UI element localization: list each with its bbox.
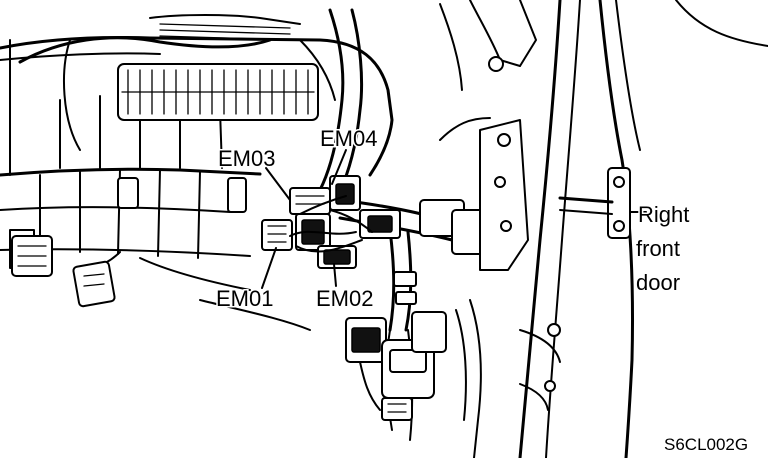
connector-em01-body bbox=[261, 219, 293, 251]
label-em02: EM02 bbox=[316, 286, 373, 311]
label-door-line1: Right bbox=[638, 202, 689, 227]
label-em03: EM03 bbox=[218, 146, 275, 171]
label-door-line2: front bbox=[636, 236, 680, 261]
callout-leader-lines bbox=[261, 149, 647, 289]
em01-leader-line bbox=[261, 247, 277, 289]
instrument-panel-structure bbox=[0, 14, 394, 331]
label-door-line3: door bbox=[636, 270, 680, 295]
figure-code: S6CL002G bbox=[664, 435, 748, 454]
em03-leader-line bbox=[265, 167, 291, 201]
em02-leader-line bbox=[333, 263, 337, 287]
em04-leader-line bbox=[331, 149, 347, 185]
wiring-harness-center bbox=[261, 8, 489, 441]
door-pillar-structure bbox=[439, 0, 768, 458]
label-em01: EM01 bbox=[216, 286, 273, 311]
label-em04: EM04 bbox=[320, 126, 377, 151]
